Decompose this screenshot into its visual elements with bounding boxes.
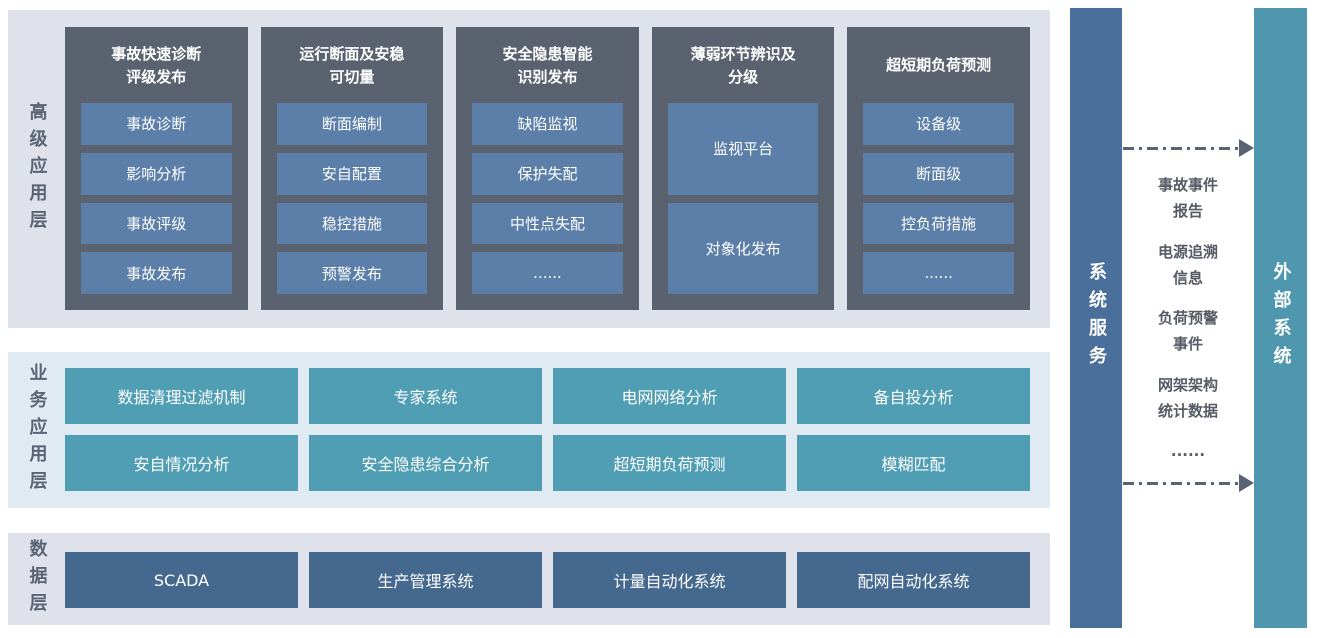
external-system-bar: 外部系统 — [1254, 8, 1307, 628]
advanced-columns: 事故快速诊断 评级发布 事故诊断 影响分析 事故评级 事故发布 运行断面及安稳 … — [65, 27, 1030, 310]
app-item: ...... — [472, 252, 623, 294]
business-layer-label: 业务应用层 — [26, 362, 48, 498]
arrowhead-icon — [1239, 139, 1254, 157]
dashed-arrow-top — [1123, 138, 1254, 158]
data-item: 生产管理系统 — [309, 552, 542, 608]
business-grid: 数据清理过滤机制 专家系统 电网网络分析 备自投分析 安自情况分析 安全隐患综合… — [65, 368, 1030, 491]
column-title: 薄弱环节辨识及 分级 — [690, 44, 796, 86]
app-item: 断面编制 — [276, 103, 428, 145]
column-items: 设备级 断面级 控负荷措施 ...... — [863, 103, 1014, 294]
external-system-label: 外部系统 — [1270, 262, 1292, 374]
arrowhead-icon — [1239, 474, 1254, 492]
column-load-forecast: 超短期负荷预测 设备级 断面级 控负荷措施 ...... — [847, 27, 1030, 310]
data-item: 计量自动化系统 — [553, 552, 786, 608]
app-item: 预警发布 — [276, 252, 428, 294]
business-item: 数据清理过滤机制 — [65, 368, 298, 424]
exchange-item: 负荷预警事件 — [1157, 309, 1218, 354]
app-item: 保护失配 — [472, 152, 623, 195]
app-item: 稳控措施 — [276, 202, 428, 245]
business-item: 备自投分析 — [797, 368, 1030, 424]
data-layer-label: 数据层 — [26, 538, 48, 620]
column-title: 事故快速诊断 评级发布 — [111, 44, 202, 86]
dash-dot-line — [1123, 481, 1239, 485]
data-layer-panel: 数据层 SCADA 生产管理系统 计量自动化系统 配网自动化系统 — [8, 533, 1050, 625]
app-item: 中性点失配 — [472, 202, 623, 245]
data-item: SCADA — [65, 552, 298, 608]
business-application-layer-panel: 业务应用层 数据清理过滤机制 专家系统 电网网络分析 备自投分析 安自情况分析 … — [8, 352, 1050, 508]
column-weak-link: 薄弱环节辨识及 分级 监视平台 对象化发布 — [651, 27, 835, 310]
app-item: 事故诊断 — [81, 103, 232, 145]
exchange-items-list: 事故事件报告 电源追溯信息 负荷预警事件 网架架构统计数据 ...... — [1122, 172, 1254, 464]
exchange-item: ...... — [1170, 442, 1206, 460]
exchange-item: 网架架构统计数据 — [1157, 375, 1218, 420]
data-layer-label-wrap: 数据层 — [8, 533, 65, 625]
exchange-item: 事故事件报告 — [1157, 176, 1218, 221]
app-item: 对象化发布 — [667, 202, 819, 294]
business-item: 安自情况分析 — [65, 435, 298, 491]
system-service-bar: 系统服务 — [1070, 8, 1122, 628]
column-hidden-danger: 安全隐患智能 识别发布 缺陷监视 保护失配 中性点失配 ...... — [456, 27, 639, 310]
column-items: 监视平台 对象化发布 — [667, 103, 819, 294]
business-item: 安全隐患综合分析 — [309, 435, 542, 491]
app-item: 断面级 — [863, 152, 1014, 195]
column-title: 超短期负荷预测 — [886, 56, 992, 75]
column-accident-diagnosis: 事故快速诊断 评级发布 事故诊断 影响分析 事故评级 事故发布 — [65, 27, 248, 310]
app-item: 影响分析 — [81, 152, 232, 195]
business-item: 超短期负荷预测 — [553, 435, 786, 491]
column-title: 安全隐患智能 识别发布 — [502, 44, 593, 86]
app-item: 缺陷监视 — [472, 103, 623, 145]
column-items: 缺陷监视 保护失配 中性点失配 ...... — [472, 103, 623, 294]
system-service-label: 系统服务 — [1086, 262, 1107, 374]
app-item: 安自配置 — [276, 152, 428, 195]
business-layer-label-wrap: 业务应用层 — [8, 352, 65, 508]
app-item: 控负荷措施 — [863, 202, 1014, 245]
dashed-arrow-bottom — [1123, 473, 1254, 493]
column-items: 断面编制 安自配置 稳控措施 预警发布 — [276, 103, 428, 294]
app-item: 事故发布 — [81, 252, 232, 294]
column-operation-section: 运行断面及安稳 可切量 断面编制 安自配置 稳控措施 预警发布 — [260, 27, 444, 310]
advanced-layer-label: 高级应用层 — [26, 101, 48, 237]
dash-dot-line — [1123, 146, 1239, 150]
advanced-layer-label-wrap: 高级应用层 — [8, 10, 65, 328]
data-grid: SCADA 生产管理系统 计量自动化系统 配网自动化系统 — [65, 552, 1030, 608]
advanced-application-layer-panel: 高级应用层 事故快速诊断 评级发布 事故诊断 影响分析 事故评级 事故发布 运行… — [8, 10, 1050, 328]
business-item: 电网网络分析 — [553, 368, 786, 424]
column-items: 事故诊断 影响分析 事故评级 事故发布 — [81, 103, 232, 294]
business-item: 专家系统 — [309, 368, 542, 424]
column-title: 运行断面及安稳 可切量 — [299, 44, 405, 86]
exchange-item: 电源追溯信息 — [1157, 242, 1218, 287]
app-item: 事故评级 — [81, 202, 232, 245]
app-item: ...... — [863, 252, 1014, 294]
data-item: 配网自动化系统 — [797, 552, 1030, 608]
app-item: 设备级 — [863, 103, 1014, 145]
app-item: 监视平台 — [667, 103, 819, 195]
business-item: 模糊匹配 — [797, 435, 1030, 491]
